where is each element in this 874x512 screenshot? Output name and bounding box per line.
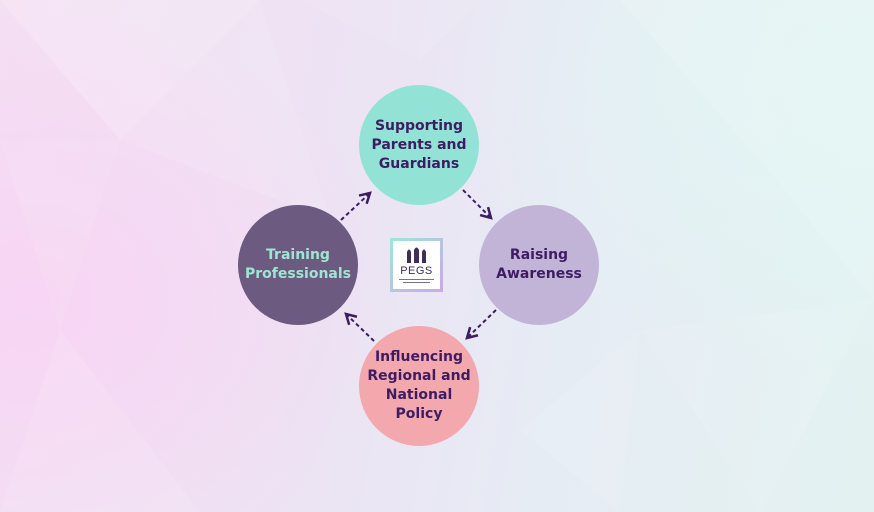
arrow-right-to-bottom (465, 309, 497, 340)
node-raising-awareness: Raising Awareness (479, 205, 599, 325)
node-label-line: Policy (395, 406, 443, 422)
node-training-professionals: Training Professionals (238, 205, 358, 325)
node-label-line: Training (266, 247, 330, 263)
node-label-line: Supporting (374, 117, 464, 134)
node-influencing-policy: Influencing Regional and National Policy (359, 326, 479, 446)
arrow-top-to-right (462, 189, 493, 220)
arrow-bottom-to-left (344, 312, 375, 342)
node-label-line: Guardians (378, 155, 460, 172)
pegs-logo: PEGS (390, 238, 443, 292)
logo-wordmark: PEGS (400, 265, 433, 277)
node-label-line: Awareness (496, 266, 582, 282)
node-label-line: National (385, 387, 453, 403)
node-supporting-parents: Supporting Parents and Guardians (359, 85, 479, 205)
node-label-line: Parents and (371, 136, 467, 153)
three-figures-logo-icon (407, 247, 426, 263)
node-label-line: Professionals (245, 266, 351, 282)
node-label-line: Regional and (367, 368, 471, 384)
node-label-line: Influencing (374, 349, 464, 365)
arrow-left-to-top (340, 191, 372, 221)
node-label-line: Raising (509, 247, 569, 263)
logo-tagline-lines (397, 278, 436, 284)
